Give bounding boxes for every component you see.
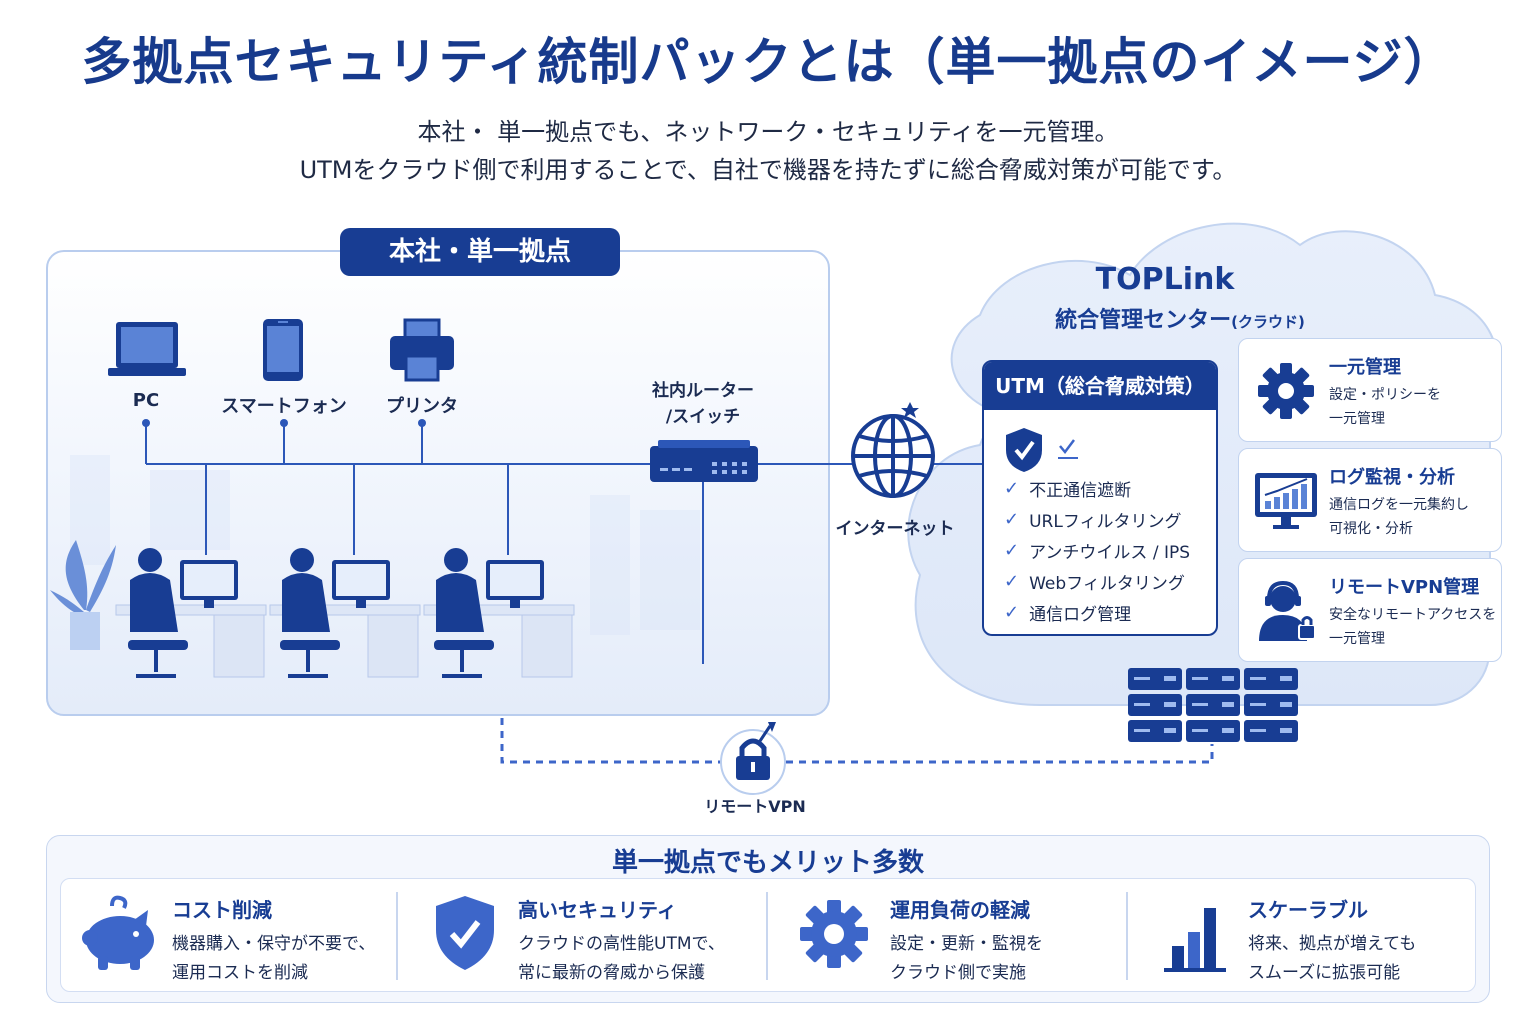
merit-desc: 設定・更新・監視を クラウド側で実施: [890, 930, 1043, 988]
utm-item: ✓ URLフィルタリング: [1004, 507, 1181, 532]
feature-desc: 通信ログを一元集約し 可視化・分析: [1329, 493, 1469, 541]
divider: [396, 892, 398, 980]
vpn-label: リモートVPN: [704, 797, 806, 816]
star-icon: [901, 402, 919, 418]
workers-illustration: [50, 540, 575, 678]
gear-icon: [1258, 363, 1314, 419]
utm-item-label: Webフィルタリング: [1029, 574, 1185, 594]
subtitle-line-1: 本社・ 単一拠点でも、ネットワーク・セキュリティを一元管理。: [417, 118, 1119, 146]
feature-title: リモートVPN管理: [1329, 577, 1480, 598]
bar-chart-icon: [1164, 908, 1226, 972]
feature-desc-line: 設定・ポリシーを: [1329, 387, 1441, 403]
feature-desc-line: 一元管理: [1329, 631, 1385, 647]
utm-box: UTM（総合脅威対策） ✓ 不正通信遮断 ✓ URLフィルタリング ✓ アンチウイルス…: [982, 360, 1218, 636]
gear-icon: [800, 900, 868, 968]
merit-desc-line: クラウド側で実施: [890, 963, 1026, 983]
utm-item-label: 不正通信遮断: [1029, 481, 1132, 501]
merit-title: コスト削減: [172, 898, 272, 922]
utm-item-label: アンチウイルス / IPS: [1029, 543, 1191, 563]
laptop-icon: [108, 322, 186, 376]
utm-item: ✓ アンチウイルス / IPS: [1004, 538, 1190, 563]
feature-title: ログ監視・分析: [1329, 467, 1455, 488]
feature-desc: 安全なリモートアクセスを 一元管理: [1329, 603, 1496, 651]
smartphone-icon: [263, 319, 303, 381]
router-label: 社内ルーター /スイッチ: [623, 378, 783, 430]
utm-item: ✓ Webフィルタリング: [1004, 569, 1185, 594]
merit-desc-line: 機器購入・保守が不要で、: [172, 934, 376, 954]
merit-title: スケーラブル: [1248, 898, 1368, 922]
shield-check-icon: [1006, 428, 1078, 472]
merit-desc-line: スムーズに拡張可能: [1248, 963, 1401, 983]
vpn-dashed-line: [500, 718, 1214, 764]
feature-desc-line: 可視化・分析: [1329, 521, 1413, 537]
user-lock-icon: [1259, 580, 1316, 641]
merit-title: 高いセキュリティ: [518, 898, 677, 922]
subtitle-line-2: UTMをクラウド側で利用することで、自社で機器を持たずに総合脅威対策が可能です。: [299, 156, 1237, 184]
merit-desc-line: 将来、拠点が増えても: [1248, 934, 1417, 954]
feature-title: 一元管理: [1329, 357, 1401, 378]
utm-item: ✓ 不正通信遮断: [1004, 476, 1131, 501]
merit-high-security: 高いセキュリティ クラウドの高性能UTMで、 常に最新の脅威から保護: [412, 878, 762, 992]
feature-desc-line: 通信ログを一元集約し: [1329, 497, 1469, 513]
router-label-line-1: 社内ルーター: [652, 381, 754, 401]
feature-card-central-management: 一元管理 設定・ポリシーを 一元管理: [1238, 338, 1502, 442]
office-label: 本社・単一拠点: [340, 228, 620, 276]
merit-title: 運用負荷の軽減: [890, 898, 1030, 922]
utm-item-label: URLフィルタリング: [1029, 512, 1182, 532]
internet-label: インターネット: [835, 519, 955, 539]
device-label-printer: プリンタ: [386, 396, 458, 417]
piggy-bank-icon: [82, 895, 154, 970]
page-title: 多拠点セキュリティ統制パックとは（単一拠点のイメージ）: [81, 33, 1455, 91]
utm-item: ✓ 通信ログ管理: [1004, 600, 1131, 625]
merits-title: 単一拠点でもメリット多数: [611, 848, 924, 878]
check-icon: ✓: [1004, 478, 1020, 499]
check-icon: ✓: [1004, 509, 1020, 530]
feature-desc: 設定・ポリシーを 一元管理: [1329, 383, 1441, 431]
router-label-line-2: /スイッチ: [665, 407, 741, 427]
merit-desc-line: クラウドの高性能UTMで、: [518, 934, 725, 954]
feature-desc-line: 一元管理: [1329, 411, 1385, 427]
merit-desc: クラウドの高性能UTMで、 常に最新の脅威から保護: [518, 930, 725, 988]
utm-title: UTM（総合脅威対策）: [984, 362, 1216, 410]
check-icon: ✓: [1004, 571, 1020, 592]
feature-desc-line: 安全なリモートアクセスを: [1329, 607, 1497, 623]
utm-item-label: 通信ログ管理: [1029, 605, 1132, 625]
divider: [766, 892, 768, 980]
cloud-center-name: 統合管理センター(クラウド): [1030, 302, 1330, 334]
center-note: (クラウド): [1231, 313, 1305, 331]
globe-icon: [851, 414, 935, 498]
shield-check-icon: [436, 896, 494, 970]
merit-reduced-workload: 運用負荷の軽減 設定・更新・監視を クラウド側で実施: [782, 878, 1122, 992]
device-label-pc: PC: [132, 390, 160, 411]
printer-icon: [390, 318, 454, 382]
merit-desc-line: 常に最新の脅威から保護: [518, 963, 705, 983]
monitor-chart-icon: [1255, 473, 1317, 529]
check-icon: ✓: [1004, 602, 1020, 623]
server-icon: [1128, 668, 1298, 742]
device-label-smartphone: スマートフォン: [221, 396, 347, 417]
cloud-name: TOPLink: [1095, 262, 1235, 297]
router-icon: [650, 440, 758, 482]
lock-icon: [720, 722, 786, 795]
feature-card-log-monitoring: ログ監視・分析 通信ログを一元集約し 可視化・分析: [1238, 448, 1502, 552]
divider: [1126, 892, 1128, 980]
merit-desc-line: 設定・更新・監視を: [890, 934, 1043, 954]
merit-desc: 将来、拠点が増えても スムーズに拡張可能: [1248, 930, 1416, 988]
check-icon: ✓: [1004, 540, 1020, 561]
merits-list: [60, 878, 1476, 992]
merit-cost-reduction: コスト削減 機器購入・保守が不要で、 運用コストを削減: [76, 878, 392, 992]
merit-desc-line: 運用コストを削減: [172, 963, 308, 983]
merit-scalable: スケーラブル 将来、拠点が増えても スムーズに拡張可能: [1142, 878, 1472, 992]
feature-card-remote-vpn: リモートVPN管理 安全なリモートアクセスを 一元管理: [1238, 558, 1502, 662]
merit-desc: 機器購入・保守が不要で、 運用コストを削減: [172, 930, 375, 988]
center-label: 統合管理センター: [1055, 308, 1232, 333]
